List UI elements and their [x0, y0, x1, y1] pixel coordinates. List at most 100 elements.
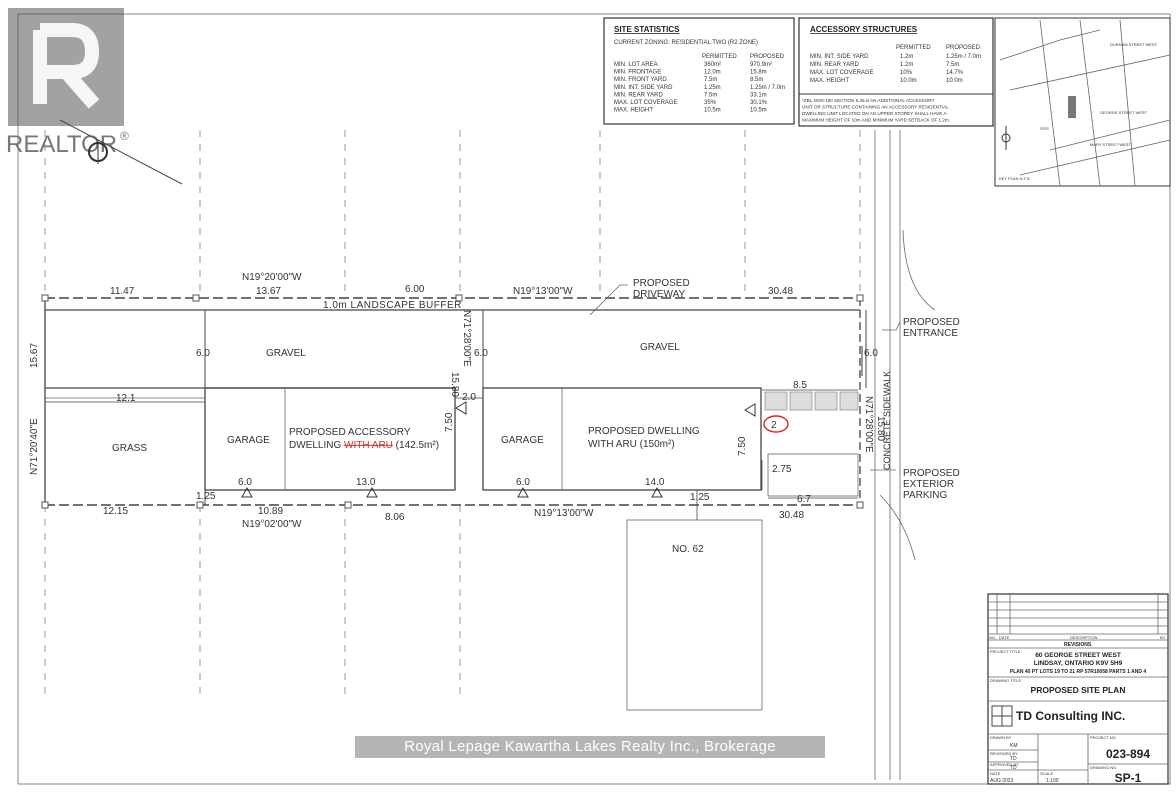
dim-6-0-bot-b: 6.0 — [516, 477, 530, 488]
company-name: TD Consulting INC. — [1016, 709, 1125, 723]
dim-7-50-b: 7.50 — [737, 436, 748, 456]
dim-8-5: 8.5 — [793, 380, 807, 391]
approved-by-label: APPROVED BY — [990, 762, 1019, 767]
parking-label-2: EXTERIOR — [903, 479, 954, 490]
puzzle-logo-icon — [991, 705, 1013, 727]
bearing-mid: N71°28'00"E — [461, 310, 472, 367]
site-stat-proposed: 970.9m² — [750, 62, 772, 68]
site-stat-permitted: 360m² — [704, 62, 721, 68]
site-stat-permitted: 1.25m — [704, 85, 721, 91]
red-revision-circle — [763, 415, 789, 433]
revisions-label: REVISIONS — [1064, 642, 1092, 648]
key-street-mary: MARY STREET WEST — [1090, 142, 1131, 147]
bearing-right: N71°28'00"E — [863, 396, 874, 453]
site-stat-proposed: 1.25m / 7.0m — [750, 85, 785, 91]
project-no-value: 023-894 — [1106, 747, 1150, 761]
accessory-dwelling-label-2: DWELLING WITH ARU (142.5m²) — [289, 440, 439, 451]
dim-6-00: 6.00 — [405, 284, 425, 295]
bearing-top-right: N19°13'00"W — [513, 286, 573, 297]
project-title-label: PROJECT TITLE — [990, 649, 1021, 654]
main-dwelling-label-1: PROPOSED DWELLING — [588, 426, 700, 437]
dim-1-25-bot: 1.25 — [690, 492, 710, 503]
buildings — [45, 310, 859, 497]
driveway-label-1: PROPOSED — [633, 278, 690, 289]
neighbour-no62-footprint — [626, 519, 763, 711]
accessory-dwelling-label-1: PROPOSED ACCESSORY — [289, 427, 411, 438]
accessory-note-line: UNIT OR STRUCTURE CONTAINING AN ACCESSOR… — [802, 105, 949, 110]
dim-15-67: 15.67 — [29, 343, 40, 368]
dim-12-1: 12.1 — [116, 393, 136, 404]
dimension-lines — [45, 310, 867, 520]
site-stat-proposed: 33.1m — [750, 92, 767, 98]
bearing-bot-left: N19°02'00"W — [242, 519, 302, 530]
north-arrow-icon — [59, 119, 183, 185]
approved-by-value: TD — [1010, 765, 1017, 771]
project-address-1: 60 GEORGE STREET WEST — [1035, 652, 1121, 659]
accessory-stat-proposed: 14.7% — [946, 70, 964, 76]
zoning-text: CURRENT ZONING: RESIDENTIAL TWO (R2 ZONE… — [614, 40, 758, 46]
site-stat-proposed: 30.1% — [750, 100, 768, 106]
parking-label-1: PROPOSED — [903, 468, 960, 479]
site-stat-proposed: 15.8m — [750, 70, 767, 76]
main-dwelling-label-2: WITH ARU (150m²) — [588, 439, 675, 450]
site-stat-label: MIN. INT. SIDE YARD — [614, 85, 673, 91]
realtor-logo: REALTOR ® — [6, 8, 129, 158]
dim-1-25-left: 1.25 — [196, 491, 216, 502]
dim-2-75: 2.75 — [772, 464, 792, 475]
neighbour-no62-label: NO. 62 — [672, 544, 704, 555]
site-stat-permitted: 35% — [704, 100, 717, 106]
dim-10-89: 10.89 — [258, 506, 283, 517]
accessory-stat-permitted: 10% — [900, 70, 913, 76]
col-proposed: PROPOSED — [750, 54, 785, 60]
dim-15-80-mid: 15.80 — [449, 372, 460, 397]
accessory-note-line: MAXIMUM HEIGHT OF 10m AND MINIMUM YARD S… — [802, 118, 950, 123]
key-street-durham: DURHAM STREET WEST — [1110, 42, 1158, 47]
site-stat-label: MIN. FRONTAGE — [614, 70, 661, 76]
dim-15-80-right: 15.80 — [875, 416, 886, 441]
drawing-title: PROPOSED SITE PLAN — [1031, 685, 1126, 695]
accessory-structures-table: ACCESSORY STRUCTURES PERMITTED PROPOSED … — [798, 17, 994, 127]
scale-value: 1:100 — [1046, 778, 1059, 784]
key-street-george: GEORGE STREET WEST — [1100, 110, 1148, 115]
site-stat-label: MAX. HEIGHT — [614, 108, 653, 114]
dim-6-0-a: 6.0 — [196, 348, 210, 359]
accessory-stat-permitted: 1.2m — [900, 62, 913, 68]
rev-header-description: DESCRIPTION — [1070, 635, 1097, 640]
dim-30-48-top: 30.48 — [768, 286, 793, 297]
scale-label: SCALE — [1040, 771, 1053, 776]
dim-7-50-a: 7.50 — [444, 412, 455, 432]
accessory-stat-permitted: 10.0m — [900, 78, 917, 84]
gravel-left-label: GRAVEL — [266, 348, 306, 359]
garage-left-label: GARAGE — [227, 435, 270, 446]
key-north-icon — [1001, 126, 1011, 150]
dim-6-0-bot-a: 6.0 — [238, 477, 252, 488]
dim-6-0-b: 6.0 — [474, 348, 488, 359]
leader-lines — [589, 284, 901, 471]
main-dwelling-footprint — [482, 387, 762, 491]
dim-30-48-bot: 30.48 — [779, 510, 804, 521]
entrance-label-2: ENTRANCE — [903, 328, 958, 339]
site-stat-proposed: 8.5m — [750, 77, 763, 83]
garage-right-label: GARAGE — [501, 435, 544, 446]
dim-14-0: 14.0 — [645, 477, 665, 488]
col-permitted: PERMITTED — [702, 54, 737, 60]
site-stat-proposed: 10.5m — [750, 108, 767, 114]
key-map: DURHAM STREET WEST GEORGE STREET WEST MA… — [994, 17, 1171, 187]
dim-6-0-c: 6.0 — [864, 348, 878, 359]
reviewed-by-label: REVIEWED BY — [990, 751, 1018, 756]
brokerage-watermark: Royal Lepage Kawartha Lakes Realty Inc.,… — [355, 736, 825, 758]
landscape-buffer-label: 1.0m LANDSCAPE BUFFER — [323, 300, 462, 311]
drawing-frame — [17, 13, 1171, 785]
accessory-note-line: *ZBL 2020-180 SECTION 5.35.iii AN ADDITI… — [802, 98, 935, 103]
site-stat-label: MIN. LOT AREA — [614, 62, 658, 68]
bearing-bot-right: N19°13'00"W — [534, 508, 594, 519]
neighbour-lot-lines — [44, 130, 861, 700]
site-stat-label: MIN. REAR YARD — [614, 92, 663, 98]
dim-12-15: 12.15 — [103, 506, 128, 517]
site-statistics-title: SITE STATISTICS — [614, 25, 680, 34]
dim-13-0: 13.0 — [356, 477, 376, 488]
entrance-label-1: PROPOSED — [903, 317, 960, 328]
sidewalk-label: CONCRETE SIDEWALK — [882, 371, 892, 470]
realtor-reg-mark: ® — [120, 129, 129, 143]
